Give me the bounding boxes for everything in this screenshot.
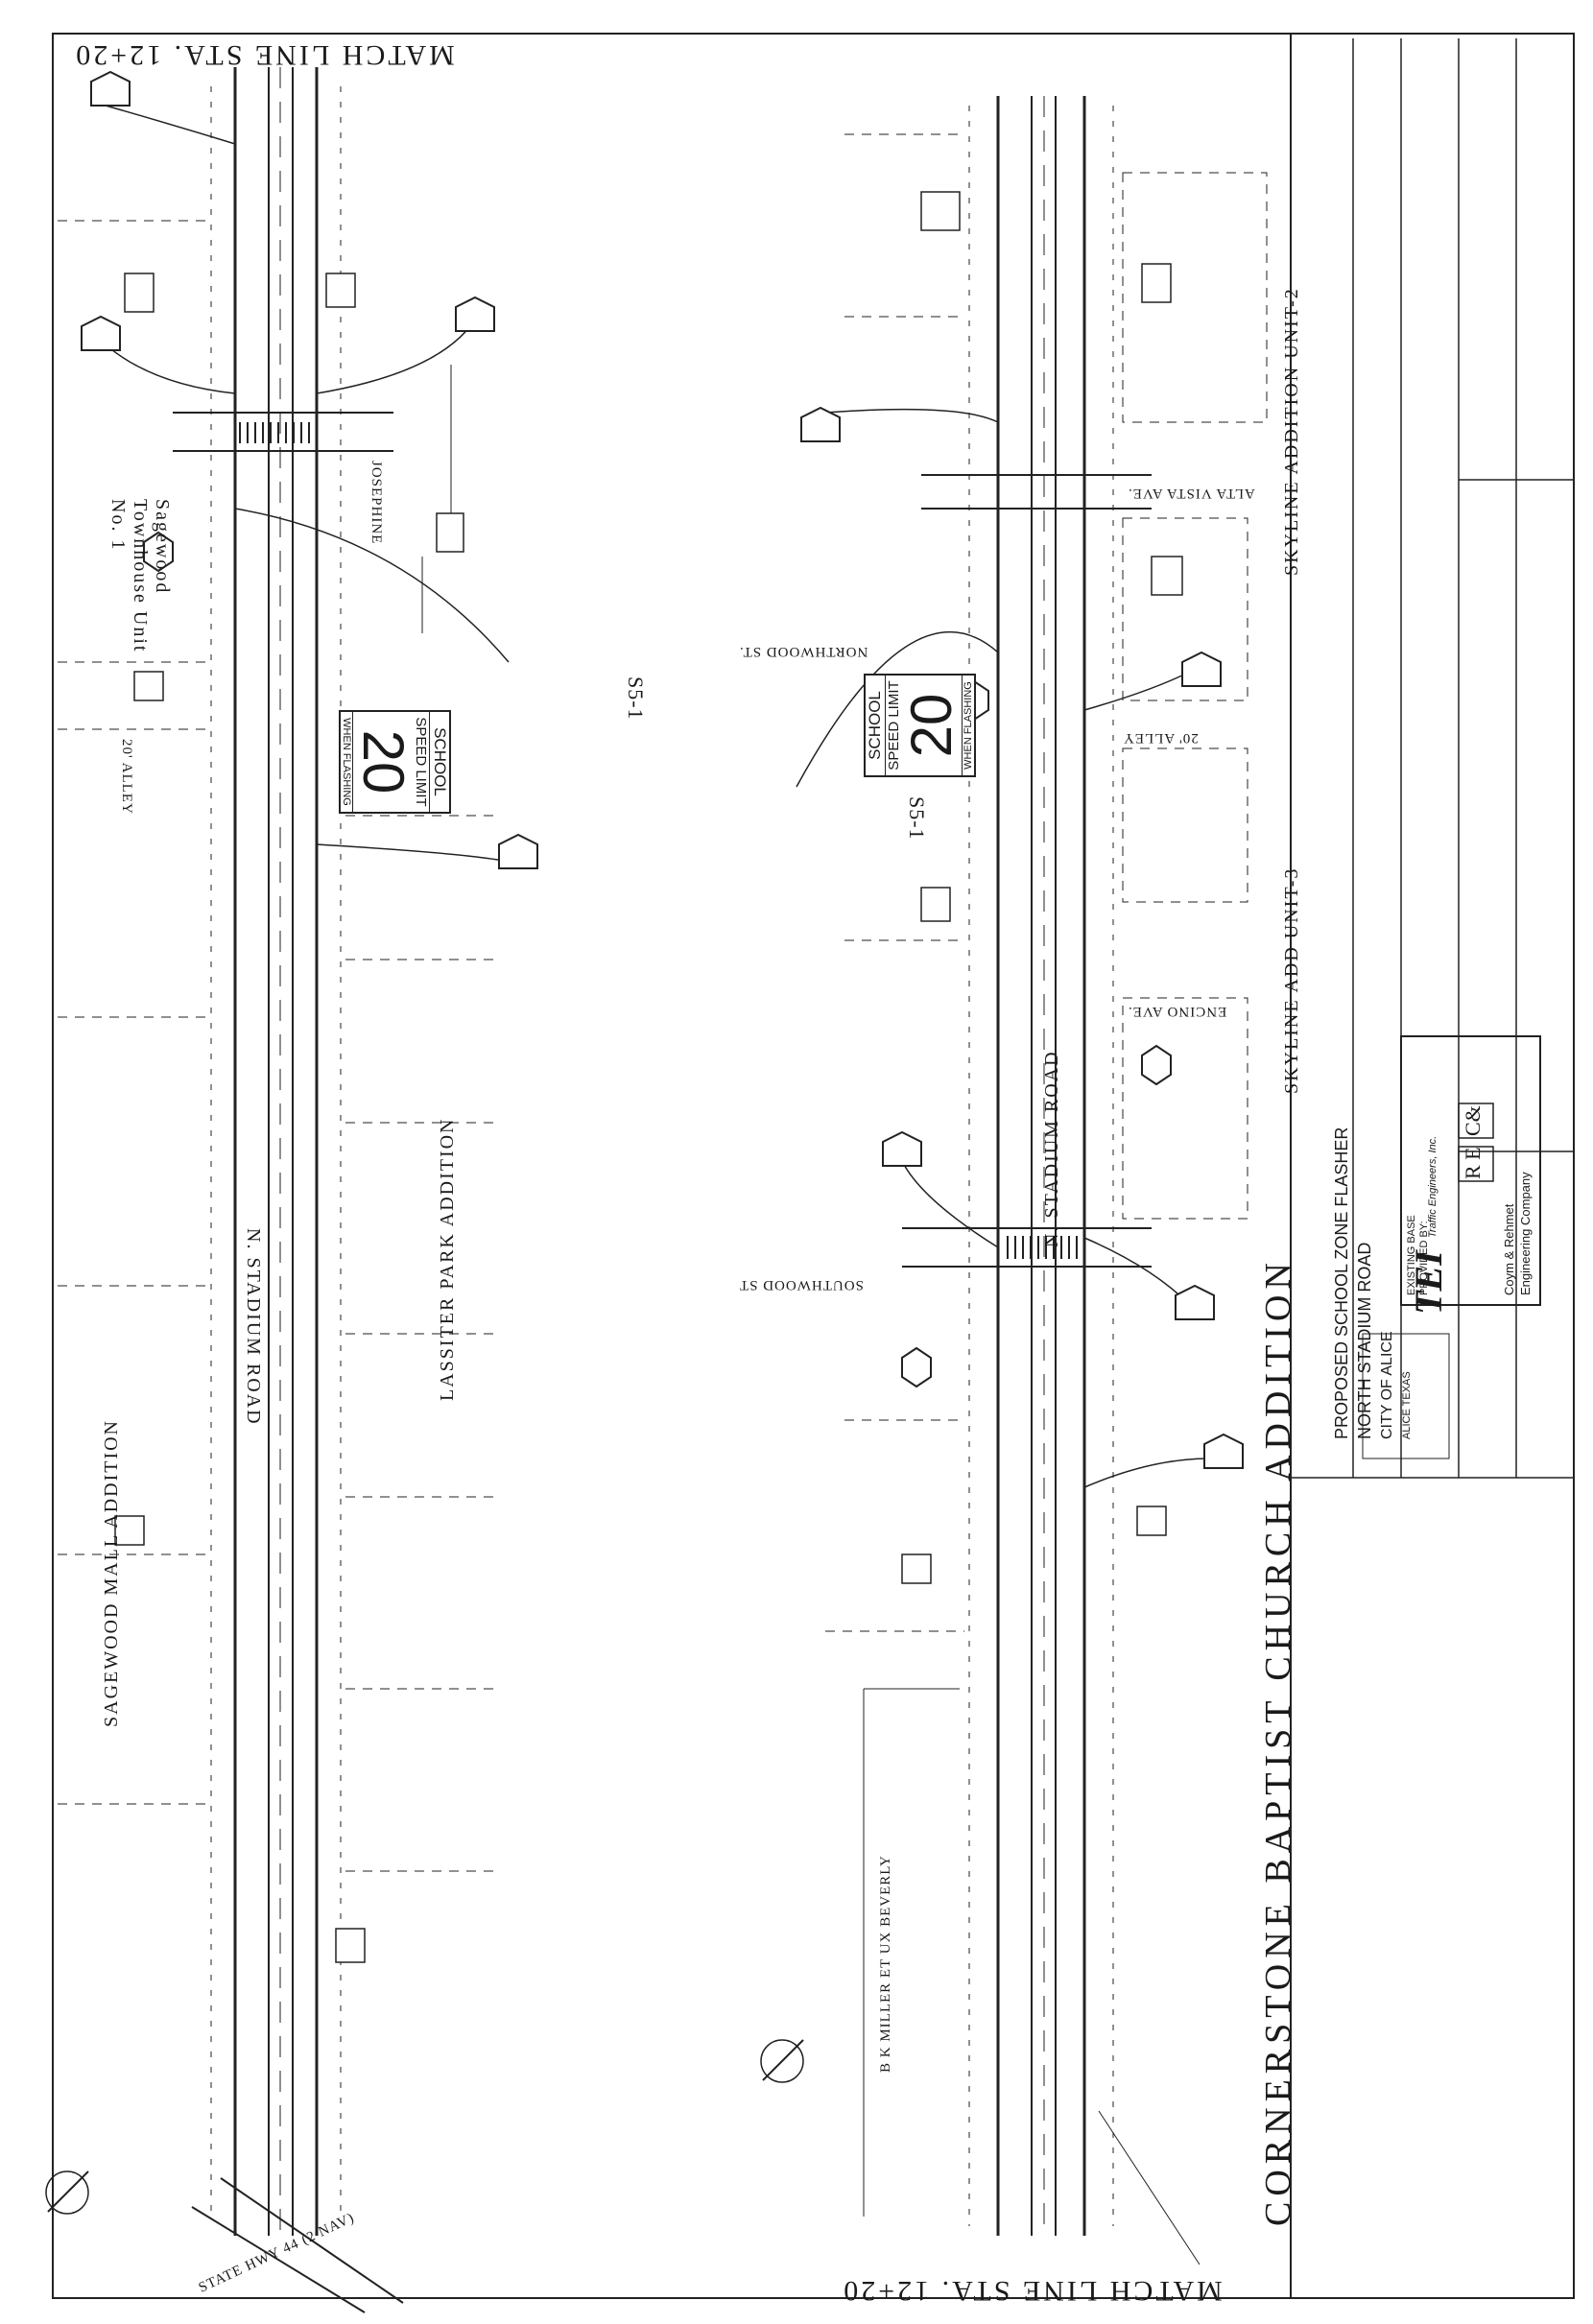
base-note-line3: Coym & Rehmet xyxy=(1502,1203,1516,1295)
title-line2: NORTH STADIUM ROAD xyxy=(1355,1242,1374,1439)
skyline-unit2-label: SKYLINE ADDITION UNIT-2 xyxy=(1281,287,1302,576)
speed-sign-line4: WHEN FLASHING xyxy=(962,676,974,775)
skyline-unit3-label: SKYLINE ADD UNIT-3 xyxy=(1281,866,1302,1094)
alley-label-right: 20' ALLEY xyxy=(1123,730,1199,746)
alley-label-left: 20' ALLEY xyxy=(119,739,134,815)
base-logo-bottom: R E xyxy=(1461,1147,1485,1179)
base-logo-top: C& xyxy=(1461,1105,1485,1136)
lassiter-park-label: LASSITER PARK ADDITION xyxy=(437,1117,458,1401)
state-label: ALICE TEXAS xyxy=(1401,1371,1413,1439)
speed-sign-value: 20 xyxy=(899,693,963,758)
city-label: CITY OF ALICE xyxy=(1379,1331,1395,1439)
speed-sign-line4: WHEN FLASHING xyxy=(341,712,353,812)
title-line1: PROPOSED SCHOOL ZONE FLASHER xyxy=(1332,1126,1351,1439)
speed-sign-line1: SCHOOL xyxy=(429,712,449,812)
stadium-road-label-left: N. STADIUM ROAD xyxy=(243,1228,264,1426)
sagewood-townhouse-label: Sagewood Townhouse Unit No. 1 xyxy=(107,499,173,653)
match-line-bottom-right: MATCH LINE STA. 12+20 xyxy=(841,2275,1223,2307)
base-note-line2: PROVIDED BY: xyxy=(1418,1221,1430,1295)
sign-s5-1-label-right: S5-1 xyxy=(905,796,929,841)
base-note-line1: EXISTING BASE xyxy=(1406,1215,1417,1295)
stadium-road-label-right: N. STADIUM ROAD xyxy=(1041,1050,1062,1247)
school-speed-sign-left: SCHOOL SPEED LIMIT 20 WHEN FLASHING xyxy=(339,710,451,814)
encino-label: ENCINO AVE. xyxy=(1128,1004,1227,1019)
cornerstone-baptist-label: CORNERSTONE BAPTIST CHURCH ADDITION xyxy=(1258,1257,1298,2226)
base-note-line4: Engineering Company xyxy=(1518,1172,1533,1295)
speed-sign-line1: SCHOOL xyxy=(866,676,886,775)
school-speed-sign-right: SCHOOL SPEED LIMIT 20 WHEN FLASHING xyxy=(864,674,976,777)
southwood-street-label: SOUTHWOOD ST xyxy=(739,1277,864,1292)
sign-s5-1-label-left: S5-1 xyxy=(624,676,648,721)
alta-vista-label: ALTA VISTA AVE. xyxy=(1128,486,1255,501)
northwood-street-label: NORTHWOOD ST. xyxy=(739,644,868,659)
owner-note-label: B K MILLER ET UX BEVERLY xyxy=(878,1855,893,2073)
match-line-top-left: MATCH LINE STA. 12+20 xyxy=(73,39,455,71)
speed-sign-value: 20 xyxy=(351,729,416,794)
josephine-street-label: JOSEPHINE xyxy=(369,461,384,545)
sagewood-mall-label: SAGEWOOD MALL ADDITION xyxy=(101,1418,122,1727)
